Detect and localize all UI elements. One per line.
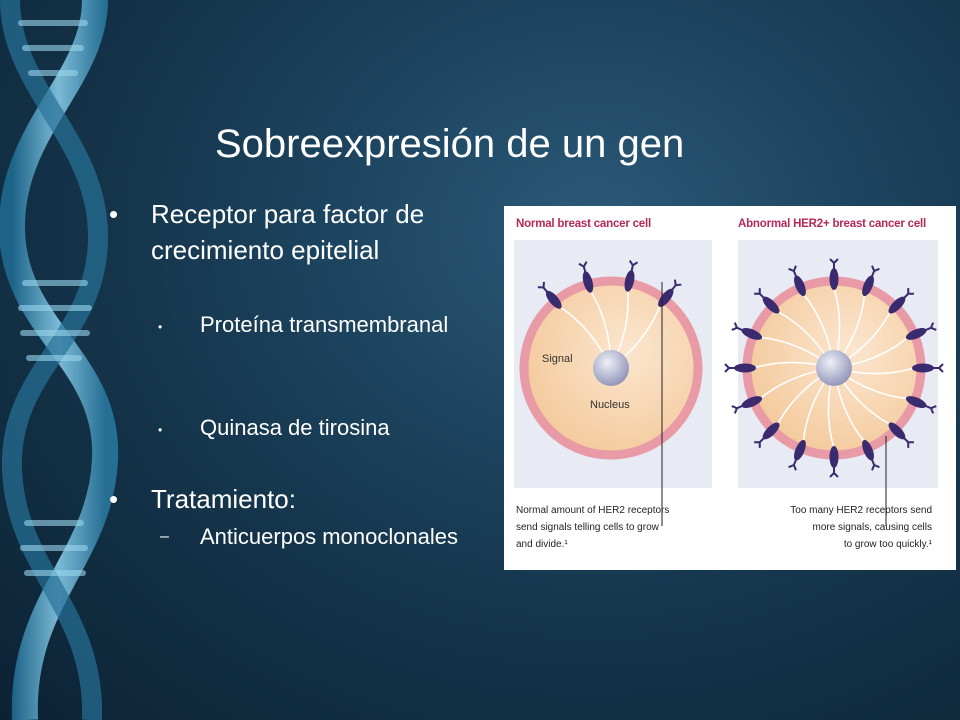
nucleus-normal xyxy=(593,350,629,386)
bullet-treatment: • Tratamiento: xyxy=(109,481,451,517)
her2-receptor xyxy=(731,396,763,414)
her2-figure: Normal breast cancer cell Abnormal HER2+… xyxy=(504,206,956,570)
her2-receptor xyxy=(888,422,914,448)
her2-receptor xyxy=(754,422,780,448)
subbullet-text: Proteína transmembranal xyxy=(200,312,449,337)
bullet-dot: • xyxy=(109,199,119,229)
caption-line: and divide.¹ xyxy=(516,539,568,550)
her2-receptor xyxy=(788,439,806,471)
subbullet-text: Anticuerpos monoclonales xyxy=(200,524,459,549)
cell-illustration xyxy=(514,240,944,526)
bullet-dot: • xyxy=(109,484,119,514)
subbullet-antibodies: – Anticuerpos monoclonales xyxy=(160,520,460,554)
her2-receptor xyxy=(829,446,839,478)
caption-line: Too many HER2 receptors send xyxy=(790,505,932,516)
her2-receptor xyxy=(912,363,944,373)
subbullet-text: Quinasa de tirosina xyxy=(200,415,390,440)
her2-receptor xyxy=(788,265,806,297)
bullet-text: Receptor para factor de crecimiento epit… xyxy=(151,199,425,265)
her2-receptor xyxy=(862,265,880,297)
her2-receptor xyxy=(624,260,639,292)
caption-normal: Normal amount of HER2 receptors send sig… xyxy=(516,502,669,553)
bullet-dot: • xyxy=(158,320,163,334)
her2-receptor xyxy=(537,281,562,309)
nucleus-abnormal xyxy=(816,350,852,386)
caption-abnormal: Too many HER2 receptors send more signal… xyxy=(790,502,932,553)
her2-receptor xyxy=(829,258,839,290)
caption-line: more signals, causing cells xyxy=(812,522,933,533)
dash-marker: – xyxy=(160,528,169,545)
her2-receptor xyxy=(862,439,880,471)
figure-heading-abnormal: Abnormal HER2+ breast cancer cell xyxy=(738,218,927,230)
caption-line: send signals telling cells to grow xyxy=(516,522,659,533)
bullet-text: Tratamiento: xyxy=(151,484,296,514)
slide-title: Sobreexpresión de un gen xyxy=(215,122,685,166)
her2-receptor xyxy=(905,322,937,340)
bullet-dot: • xyxy=(158,423,163,437)
her2-receptor xyxy=(754,288,780,314)
her2-receptor xyxy=(731,322,763,340)
figure-heading-normal: Normal breast cancer cell xyxy=(516,218,651,230)
her2-receptor xyxy=(905,396,937,414)
label-nucleus: Nucleus xyxy=(590,399,630,411)
caption-line: to grow too quickly.¹ xyxy=(843,539,932,550)
subbullet-protein: • Proteína transmembranal xyxy=(158,308,460,342)
caption-line: Normal amount of HER2 receptors xyxy=(516,505,670,516)
subbullet-kinase: • Quinasa de tirosina xyxy=(158,411,460,445)
her2-receptor xyxy=(888,288,914,314)
bullet-receptor: • Receptor para factor de crecimiento ep… xyxy=(109,196,491,268)
her2-receptor xyxy=(724,363,756,373)
label-signal: Signal xyxy=(542,353,573,365)
her2-receptor xyxy=(578,261,594,293)
dna-helix-decoration xyxy=(0,0,119,720)
